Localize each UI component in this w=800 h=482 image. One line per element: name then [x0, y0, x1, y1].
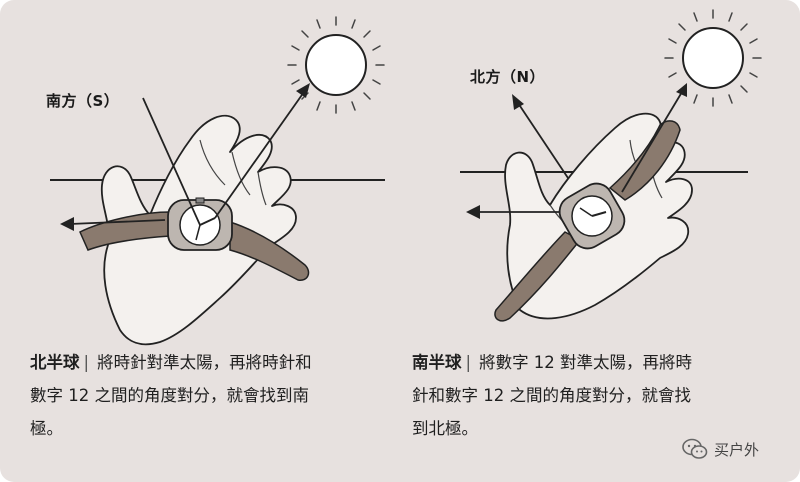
wristwatch — [558, 182, 626, 250]
caption-line-1: 將數字 12 對準太陽，再將時 — [479, 353, 693, 372]
north-direction-arrow — [517, 102, 569, 179]
caption-line-2: 數字 12 之間的角度對分，就會找到南 — [30, 386, 309, 405]
south-label: 南方（S） — [46, 92, 120, 110]
southern-hemisphere-panel: 北方（N） 南半球| 將數字 12 對準太陽，再將時 針和數字 12 之間的角度對… — [400, 0, 800, 482]
southern-caption: 南半球|將數字 12 對準太陽，再將時 針和數字 12 之間的角度對分，就會找 … — [412, 346, 792, 445]
wechat-icon — [682, 438, 708, 459]
sun-icon — [287, 16, 385, 114]
sun-direction-arrow — [621, 91, 683, 193]
northern-caption: 北半球| 將時針對準太陽，再將時針和 數字 12 之間的角度對分，就會找到南 極。 — [30, 346, 390, 445]
caption-line-3: 到北極。 — [412, 419, 478, 438]
caption-line-2: 針和數字 12 之間的角度對分，就會找 — [412, 386, 691, 405]
northern-hemisphere-illustration — [50, 16, 385, 346]
sun-direction-arrow — [214, 91, 305, 219]
sun-icon — [664, 9, 762, 107]
caption-separator: | — [465, 353, 472, 372]
watermark-text: 买户外 — [714, 440, 760, 459]
southern-hemisphere-illustration — [460, 9, 762, 322]
caption-separator: | — [83, 353, 90, 372]
caption-line-1: 將時針對準太陽，再將時針和 — [97, 353, 312, 372]
southern-hemisphere-title: 南半球 — [412, 353, 462, 372]
south-direction-line — [142, 97, 201, 226]
northern-hemisphere-panel: 南方（S） 北半球| 將時針對準太陽，再將時針和 數字 12 之間的角度對分，就會… — [30, 16, 390, 445]
west-arrow — [69, 219, 166, 225]
watermark: 买户外 — [682, 438, 759, 460]
caption-line-3: 極。 — [30, 419, 63, 438]
northern-hemisphere-title: 北半球 — [30, 353, 80, 372]
north-label: 北方（N） — [470, 68, 546, 86]
